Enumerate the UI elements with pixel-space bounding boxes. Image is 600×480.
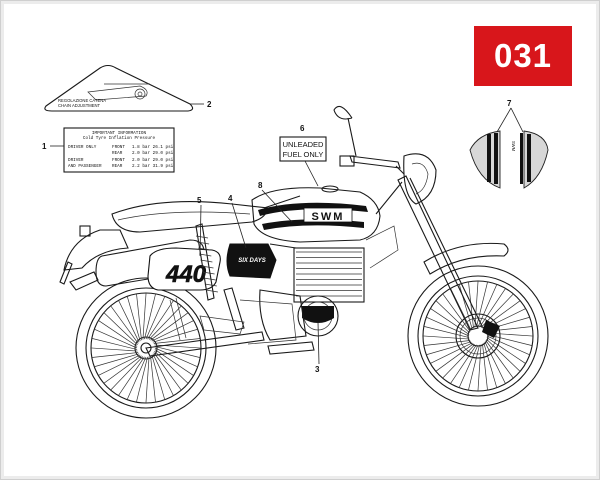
decal-1-subtitle: Cold Tyre Inflation Pressure <box>83 136 156 141</box>
svg-text:REAR: REAR <box>112 164 123 169</box>
decal-1-title: IMPORTANT INFORMATION <box>92 131 147 136</box>
page-number-badge: 031 <box>474 26 572 86</box>
callout-5: 5 <box>197 196 202 205</box>
callout-7: 7 <box>507 99 512 108</box>
bike-callouts: 4 5 8 3 <box>197 181 320 374</box>
callout-2: 2 <box>207 100 212 109</box>
svg-text:DRIVER: DRIVER <box>68 158 84 163</box>
front-fender-decal-detail: SWM 7 <box>469 99 549 189</box>
svg-text:FUEL ONLY: FUEL ONLY <box>283 150 324 159</box>
chain-adjustment-decal: REGOLAZIONE CATENA CHAIN ADJUSTMENT 2 <box>44 64 212 112</box>
svg-text:UNLEADED: UNLEADED <box>283 140 324 149</box>
svg-text:2.2 bar 31.9 psi: 2.2 bar 31.9 psi <box>132 164 174 169</box>
svg-text:FRONT: FRONT <box>112 145 125 150</box>
callout-1: 1 <box>42 142 47 151</box>
tyre-pressure-decal: IMPORTANT INFORMATION Cold Tyre Inflatio… <box>42 127 175 173</box>
callout-6: 6 <box>300 124 305 133</box>
svg-text:REAR: REAR <box>112 151 123 156</box>
svg-text:AND PASSENGER: AND PASSENGER <box>68 164 102 169</box>
callout-3: 3 <box>315 365 320 374</box>
tank-logo: SWM <box>312 211 345 223</box>
svg-text:DRIVER ONLY: DRIVER ONLY <box>68 145 97 150</box>
motorcycle-illustration: 440 SIX DAYS SWM <box>59 105 549 419</box>
svg-text:FRONT: FRONT <box>112 158 125 163</box>
callout-8: 8 <box>258 181 263 190</box>
unleaded-fuel-decal: UNLEADED FUEL ONLY 6 <box>279 124 327 187</box>
decal-2-line-1: REGOLAZIONE CATENA <box>58 98 106 103</box>
fender-logo: SWM <box>511 141 516 152</box>
callout-4: 4 <box>228 194 233 203</box>
decal-2-line-2: CHAIN ADJUSTMENT <box>58 103 101 108</box>
svg-text:2.0 bar 29.0 psi: 2.0 bar 29.0 psi <box>132 158 174 163</box>
svg-text:2.0 bar 29.0 psi: 2.0 bar 29.0 psi <box>132 151 174 156</box>
six-days-decal: SIX DAYS <box>238 258 266 264</box>
side-number-decal: 440 <box>165 261 207 288</box>
svg-text:1.8 bar 26.1 psi: 1.8 bar 26.1 psi <box>132 145 174 150</box>
